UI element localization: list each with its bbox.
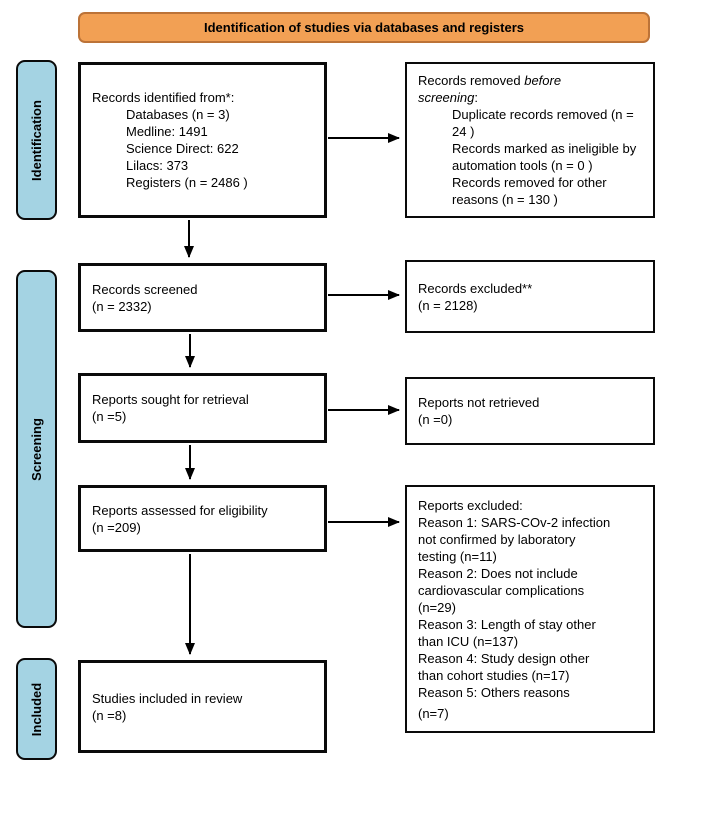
- box-line: Science Direct: 622: [126, 141, 239, 156]
- box-title: Records removed before: [418, 72, 642, 89]
- box-reports-not-retrieved: Reports not retrieved (n =0): [405, 377, 655, 445]
- box-line: Records removed for other reasons (n = 1…: [452, 175, 607, 207]
- title-italic: before: [524, 73, 562, 88]
- phase-label-screening: Screening: [16, 270, 57, 628]
- box-count: (n =209): [92, 519, 141, 535]
- box-line: Lilacs: 373: [126, 158, 189, 173]
- box-title: screening:: [418, 89, 642, 106]
- box-line: Databases (n = 3): [126, 107, 230, 122]
- phase-label-text: Screening: [29, 417, 45, 481]
- box-count: (n =8): [92, 707, 127, 723]
- phase-label-identification: Identification: [16, 60, 57, 220]
- box-line: Records marked as ineligible by automati…: [452, 141, 637, 173]
- diagram-title-banner: Identification of studies via databases …: [78, 12, 650, 43]
- box-line: Records excluded**: [418, 280, 533, 296]
- phase-label-text: Included: [29, 682, 45, 736]
- phase-label-text: Identification: [29, 99, 45, 181]
- title-italic: screening: [418, 90, 475, 105]
- box-line: Reports sought for retrieval: [92, 392, 249, 407]
- exclusion-reason: Reason 2: Does not include cardiovascula…: [418, 565, 585, 615]
- exclusion-reason: Reason 1: SARS-COv-2 infection not confi…: [418, 514, 611, 564]
- box-title: Records identified from*:: [92, 90, 235, 105]
- box-line: Registers (n = 2486 ): [126, 175, 248, 190]
- box-line: Reports assessed for eligibility: [92, 502, 268, 518]
- diagram-title: Identification of studies via databases …: [203, 20, 525, 35]
- box-count: (n =0): [418, 412, 453, 427]
- box-line: Records screened: [92, 281, 198, 297]
- exclusion-reason: Reason 3: Length of stay other than ICU …: [418, 616, 596, 649]
- title-normal: Records removed: [418, 73, 525, 88]
- box-count: (n = 2128): [418, 297, 478, 313]
- box-records-screened: Records screened (n = 2332): [78, 263, 327, 332]
- exclusion-reason: Reason 5: Others reasons: [418, 684, 570, 700]
- box-line: Studies included in review: [92, 690, 243, 706]
- box-line: Duplicate records removed (n = 24 ): [452, 107, 634, 139]
- box-records-excluded: Records excluded** (n = 2128): [405, 260, 655, 333]
- box-line: Reports not retrieved: [418, 395, 540, 410]
- box-count: (n = 2332): [92, 298, 152, 314]
- box-reports-excluded: Reports excluded: Reason 1: SARS-COv-2 i…: [405, 485, 655, 733]
- box-line: Medline: 1491: [126, 124, 208, 139]
- exclusion-reason-count: (n=7): [418, 705, 449, 721]
- box-records-identified: Records identified from*: Databases (n =…: [78, 62, 327, 218]
- box-studies-included: Studies included in review (n =8): [78, 660, 327, 753]
- box-count: (n =5): [92, 409, 127, 424]
- title-normal: :: [474, 90, 478, 105]
- box-records-removed: Records removed before screening: Duplic…: [405, 62, 655, 218]
- exclusion-reason: Reason 4: Study design other than cohort…: [418, 650, 590, 683]
- box-reports-assessed: Reports assessed for eligibility (n =209…: [78, 485, 327, 552]
- box-reports-sought: Reports sought for retrieval (n =5): [78, 373, 327, 443]
- phase-label-included: Included: [16, 658, 57, 760]
- box-title: Reports excluded:: [418, 497, 523, 513]
